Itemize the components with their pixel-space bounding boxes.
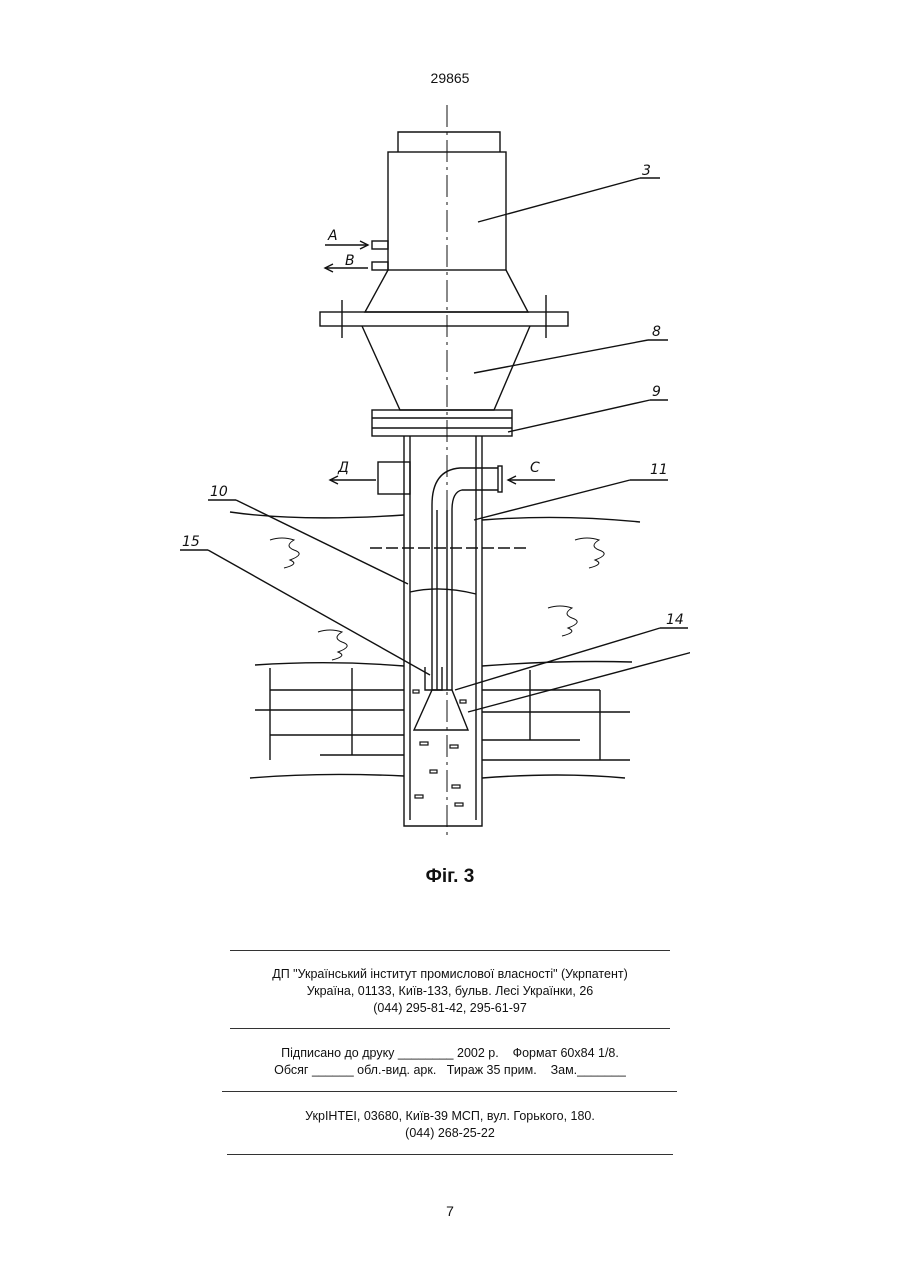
publisher-line: ДП "Український інститут промислової вла…	[0, 966, 900, 983]
print-info-block: Підписано до друку ________ 2002 р. Форм…	[0, 1045, 900, 1079]
label-10: 10	[210, 484, 228, 500]
printer-line: (044) 268-25-22	[0, 1125, 900, 1142]
printer-line: УкрІНТЕІ, 03680, Київ-39 МСП, вул. Горьк…	[0, 1108, 900, 1125]
publisher-block: ДП "Український інститут промислової вла…	[0, 966, 900, 1017]
figure-caption: Фіг. 3	[0, 866, 900, 888]
divider	[230, 1028, 670, 1029]
inlet-c-pipe	[432, 468, 498, 690]
printer-block: УкрІНТЕІ, 03680, Київ-39 МСП, вул. Горьк…	[0, 1108, 900, 1142]
patent-number: 29865	[0, 70, 900, 86]
page-number: 7	[0, 1203, 900, 1219]
upper-flange	[320, 312, 568, 326]
label-15: 15	[182, 534, 200, 550]
top-cap	[398, 132, 500, 152]
tube-bottom	[404, 820, 482, 826]
label-14: 14	[666, 612, 684, 628]
publisher-line: (044) 295-81-42, 295-61-97	[0, 1000, 900, 1017]
label-d: Д	[337, 460, 349, 476]
nozzle-b	[372, 262, 388, 270]
divider	[227, 1154, 673, 1155]
label-8: 8	[652, 324, 661, 340]
label-b: B	[345, 253, 355, 269]
lower-cone	[362, 326, 530, 410]
print-info-line: Підписано до друку ________ 2002 р. Форм…	[0, 1045, 900, 1062]
technical-drawing: 3 8 9 10 11 13 14 15 A B Д C	[170, 100, 690, 840]
label-9: 9	[652, 384, 661, 400]
print-info-line: Обсяг ______ обл.-вид. арк. Тираж 35 при…	[0, 1062, 900, 1079]
label-c: C	[530, 460, 540, 476]
label-11: 11	[650, 462, 668, 478]
nozzle-a	[372, 241, 388, 249]
label-a: A	[327, 228, 338, 244]
divider	[222, 1091, 677, 1092]
cone-13	[414, 690, 468, 730]
publisher-line: Україна, 01133, Київ-133, бульв. Лесі Ук…	[0, 983, 900, 1000]
flange-9	[372, 410, 512, 436]
outlet-d	[378, 462, 410, 494]
nozzle-14	[425, 667, 442, 690]
divider	[230, 950, 670, 951]
label-3: 3	[642, 163, 651, 179]
